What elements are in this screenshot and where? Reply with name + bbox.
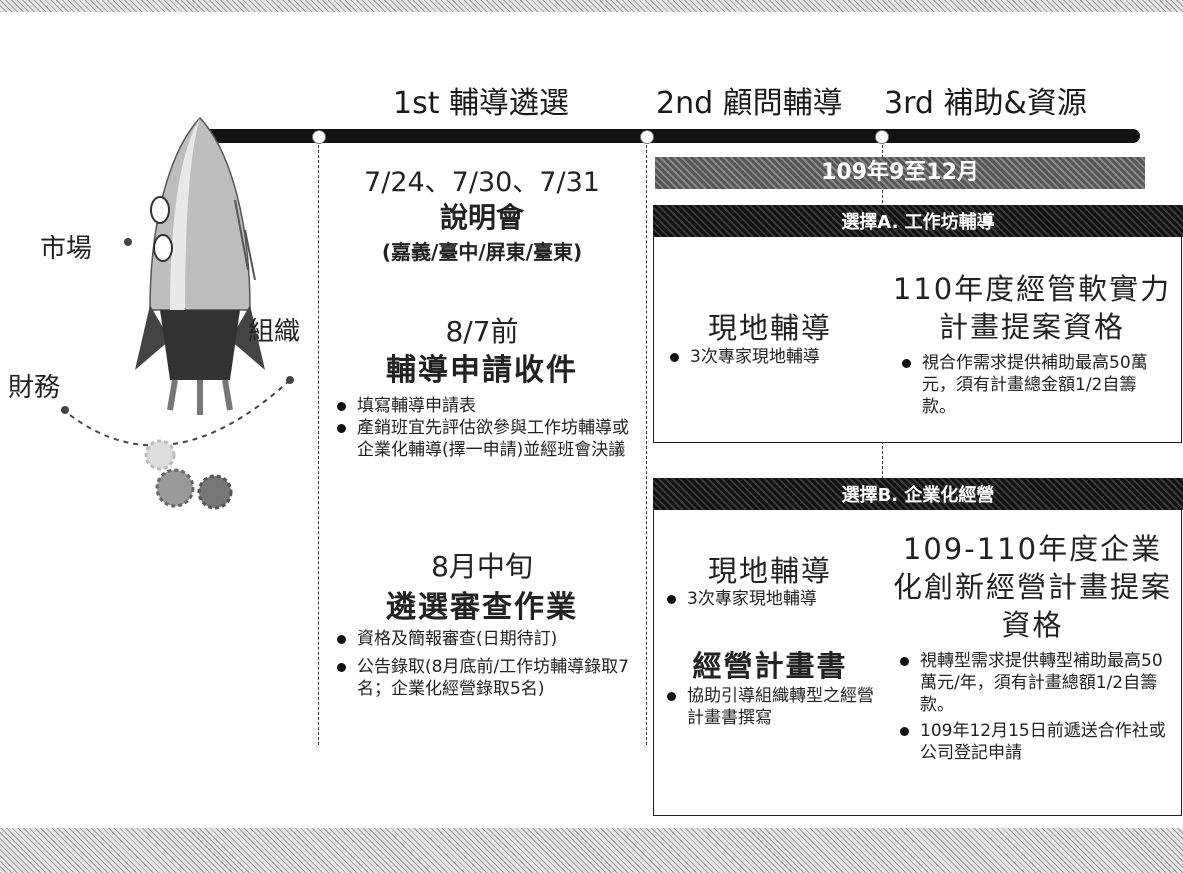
phase-2-label: 2nd 顧問輔導 [656,86,843,121]
option-a-left-bullet: 3次專家現地輔導 [668,346,878,368]
session-dates: 7/24、7/30、7/31 [364,167,600,198]
session-title: 說明會 [439,201,524,234]
option-b-right-bullets: 視轉型需求提供轉型補助最高50萬元/年，須有計畫總額1/2自籌款。 109年12… [898,650,1173,764]
option-a-right-title: 110年度經管軟實力計畫提案資格 [892,272,1172,344]
review-bullet-1: 資格及簡報審查(日期待訂) [335,628,635,650]
option-a-right-bullet: 視合作需求提供補助最高50萬元，須有計畫總金額1/2自籌款。 [900,352,1170,418]
option-a-banner: 選擇A. 工作坊輔導 [653,205,1183,237]
option-a-left-bullets: 3次專家現地輔導 [668,346,878,368]
apply-deadline: 8/7前 [445,315,519,348]
option-b-left-bullets: 3次專家現地輔導 [665,588,880,610]
top-band [0,0,1183,12]
review-bullet-2: 公告錄取(8月底前/工作坊輔導錄取7名；企業化經營錄取5名) [335,656,635,700]
phase-3-label: 3rd 補助&資源 [884,86,1087,121]
option-a-left-title: 現地輔導 [707,311,832,345]
timeline-marker-2 [640,130,654,144]
option-b-plan-bullet: 協助引導組織轉型之經營計畫書撰寫 [665,685,875,729]
label-finance: 財務 [8,373,61,403]
label-organization: 組織 [248,317,301,347]
separator-2 [646,145,647,745]
label-market: 市場 [40,234,93,264]
timeline-bar [195,129,1140,143]
period-banner: 109年9至12月 [655,157,1145,189]
option-b-left-title: 現地輔導 [707,554,832,588]
apply-title: 輔導申請收件 [386,353,578,388]
option-b-right-bullet-2: 109年12月15日前遞送合作社或公司登記申請 [898,720,1173,764]
apply-bullet-1: 填寫輔導申請表 [335,395,635,417]
review-title: 遴選審查作業 [386,590,578,625]
apply-bullet-2: 產銷班宜先評估欲參與工作坊輔導或企業化輔導(擇一申請)並經班會決議 [335,417,635,461]
option-b-right-bullet-1: 視轉型需求提供轉型補助最高50萬元/年，須有計畫總額1/2自籌款。 [898,650,1173,716]
option-a-right-bullets: 視合作需求提供補助最高50萬元，須有計畫總金額1/2自籌款。 [900,352,1170,418]
separator-1 [318,145,319,745]
option-a-box [653,237,1182,443]
option-b-left-bullet: 3次專家現地輔導 [665,588,880,610]
option-b-banner: 選擇B. 企業化經營 [653,478,1183,510]
timeline-marker-3 [875,130,889,144]
option-b-box [653,510,1182,816]
session-places: (嘉義/臺中/屏東/臺東) [381,240,583,264]
option-b-plan-bullets: 協助引導組織轉型之經營計畫書撰寫 [665,685,875,729]
option-b-right-title: 109-110年度企業化創新經營計畫提案資格 [892,532,1172,642]
separator-3 [882,145,883,755]
bottom-band [0,828,1183,873]
option-b-plan-title: 經營計畫書 [692,649,848,683]
review-date: 8月中旬 [431,550,533,583]
phase-1-label: 1st 輔導遴選 [393,86,570,121]
apply-bullets: 填寫輔導申請表 產銷班宜先評估欲參與工作坊輔導或企業化輔導(擇一申請)並經班會決… [335,395,635,461]
review-bullets: 資格及簡報審查(日期待訂) 公告錄取(8月底前/工作坊輔導錄取7名；企業化經營錄… [335,628,635,700]
timeline-marker-1 [312,130,326,144]
rocket-illustration [61,116,294,510]
